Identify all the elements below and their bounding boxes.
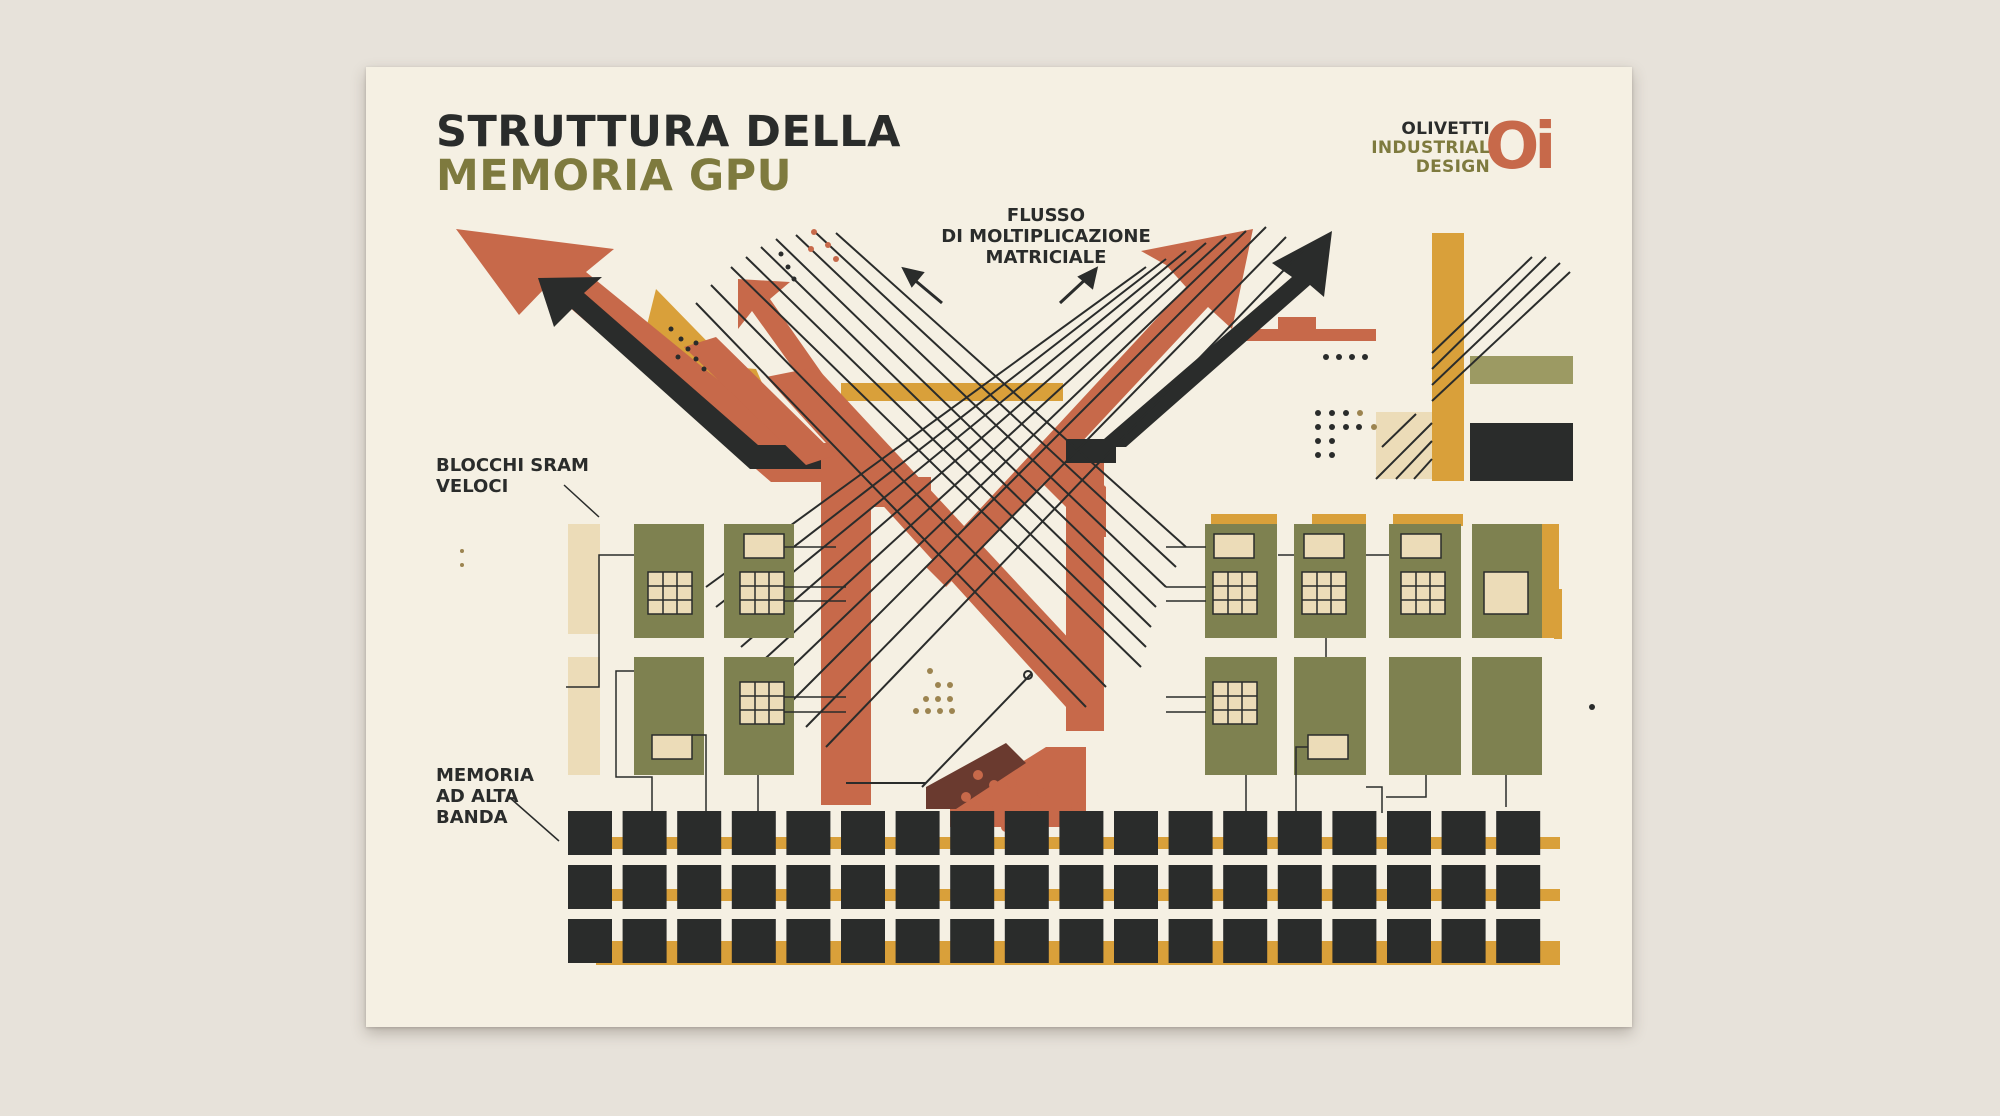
hbm-cell bbox=[1114, 865, 1158, 909]
hbm-cell bbox=[677, 865, 722, 909]
hbm-cell bbox=[841, 811, 885, 855]
hbm-cell bbox=[1004, 865, 1049, 909]
callout-lines bbox=[508, 484, 600, 842]
hbm-cell bbox=[841, 919, 885, 963]
hbm-cell bbox=[1223, 811, 1268, 855]
hbm-cell bbox=[1114, 811, 1158, 855]
wires bbox=[566, 546, 1507, 813]
hbm-cell bbox=[786, 811, 831, 855]
hbm-cell bbox=[1441, 919, 1486, 963]
brand-line-2: INDUSTRIAL bbox=[1371, 138, 1490, 158]
brand-logo: Oi bbox=[1485, 110, 1556, 184]
hbm-cell bbox=[1223, 865, 1268, 909]
hbm-cell bbox=[895, 919, 940, 963]
hbm-cell bbox=[1332, 865, 1377, 909]
hbm-cell bbox=[622, 811, 667, 855]
hbm-cell bbox=[622, 865, 667, 909]
hbm-cell bbox=[1277, 811, 1322, 855]
hbm-cell bbox=[677, 811, 722, 855]
hbm-cell bbox=[1168, 811, 1213, 855]
dot-clusters bbox=[460, 229, 1595, 842]
hbm-cell bbox=[1387, 919, 1431, 963]
hbm-cell bbox=[895, 811, 940, 855]
hbm-label: MEMORIA AD ALTA BANDA bbox=[436, 765, 534, 828]
right-composition bbox=[1375, 256, 1573, 481]
hbm-cell bbox=[950, 865, 995, 909]
hbm-cell bbox=[568, 865, 612, 909]
hbm-cell bbox=[1332, 811, 1377, 855]
sram-grid-lines bbox=[648, 572, 1445, 724]
flow-label: FLUSSO DI MOLTIPLICAZIONE MATRICIALE bbox=[941, 205, 1151, 268]
hbm-cell bbox=[568, 811, 612, 855]
hbm-cell bbox=[1168, 919, 1213, 963]
hbm-cell bbox=[786, 865, 831, 909]
hbm-cell bbox=[622, 919, 667, 963]
hbm-cell bbox=[1059, 811, 1104, 855]
hbm-cell bbox=[1387, 811, 1431, 855]
hbm-cell bbox=[1059, 865, 1104, 909]
brand-line-1: OLIVETTI bbox=[1401, 119, 1490, 139]
hbm-cell bbox=[731, 811, 776, 855]
hbm-cells bbox=[568, 811, 1541, 963]
hbm-cell bbox=[1004, 919, 1049, 963]
hbm-cell bbox=[1277, 865, 1322, 909]
hbm-cell bbox=[1223, 919, 1268, 963]
sram-label: BLOCCHI SRAM VELOCI bbox=[436, 455, 589, 497]
hbm-cell bbox=[1168, 865, 1213, 909]
brand-line-3: DESIGN bbox=[1415, 157, 1490, 177]
sram-chips bbox=[647, 533, 1529, 760]
hbm-cell bbox=[1332, 919, 1377, 963]
hbm-cell bbox=[1277, 919, 1322, 963]
hbm-cell bbox=[1496, 865, 1541, 909]
hbm-cell bbox=[1496, 919, 1541, 963]
hbm-cell bbox=[731, 919, 776, 963]
arrow-right-terracotta bbox=[926, 229, 1376, 587]
hbm-cell bbox=[568, 919, 612, 963]
arrow-right-charcoal bbox=[1066, 231, 1332, 463]
hbm-cell bbox=[786, 919, 831, 963]
title-line-1: STRUTTURA DELLA bbox=[436, 107, 901, 157]
hbm-cell bbox=[1004, 811, 1049, 855]
poster: STRUTTURA DELLA MEMORIA GPU OLIVETTI IND… bbox=[366, 67, 1632, 1027]
hbm-cell bbox=[1441, 811, 1486, 855]
hbm-cell bbox=[677, 919, 722, 963]
flow-direction-arrows bbox=[901, 266, 1099, 305]
hbm-cell bbox=[731, 865, 776, 909]
hbm-cell bbox=[1387, 865, 1431, 909]
hbm-cell bbox=[1496, 811, 1541, 855]
hbm-cell bbox=[950, 919, 995, 963]
hbm-cell bbox=[841, 865, 885, 909]
diagram-artwork bbox=[456, 226, 1595, 965]
arrow-mid-terracotta bbox=[738, 279, 826, 389]
hbm-cell bbox=[1114, 919, 1158, 963]
hbm-cell bbox=[1059, 919, 1104, 963]
hbm-cell bbox=[895, 865, 940, 909]
sram-blocks bbox=[634, 524, 1542, 775]
hbm-cell bbox=[1441, 865, 1486, 909]
title-line-2: MEMORIA GPU bbox=[436, 151, 793, 201]
hbm-cell bbox=[950, 811, 995, 855]
